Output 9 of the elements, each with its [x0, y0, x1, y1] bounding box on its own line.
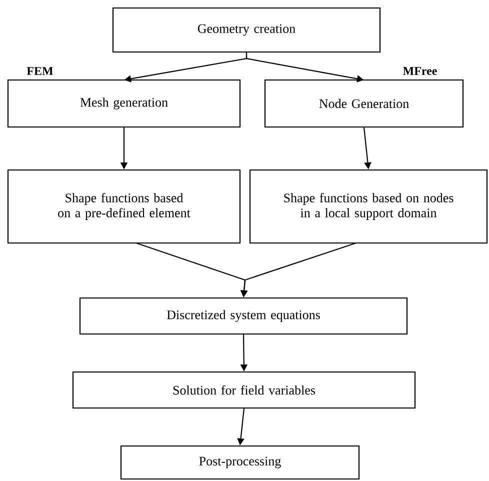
process-box: Post-processing [120, 445, 360, 480]
process-box: Solution for field variables [72, 371, 416, 409]
process-box: Shape functions based on a pre-defined element [7, 169, 241, 244]
process-box: Discretized system equations [79, 297, 408, 335]
process-box: Node Generation [264, 79, 464, 128]
process-box: Shape functions based on nodes in a local support domain [249, 169, 488, 244]
process-box: Geometry creation [112, 7, 381, 53]
method-label: MFree [403, 67, 437, 75]
process-box: Mesh generation [7, 79, 241, 128]
